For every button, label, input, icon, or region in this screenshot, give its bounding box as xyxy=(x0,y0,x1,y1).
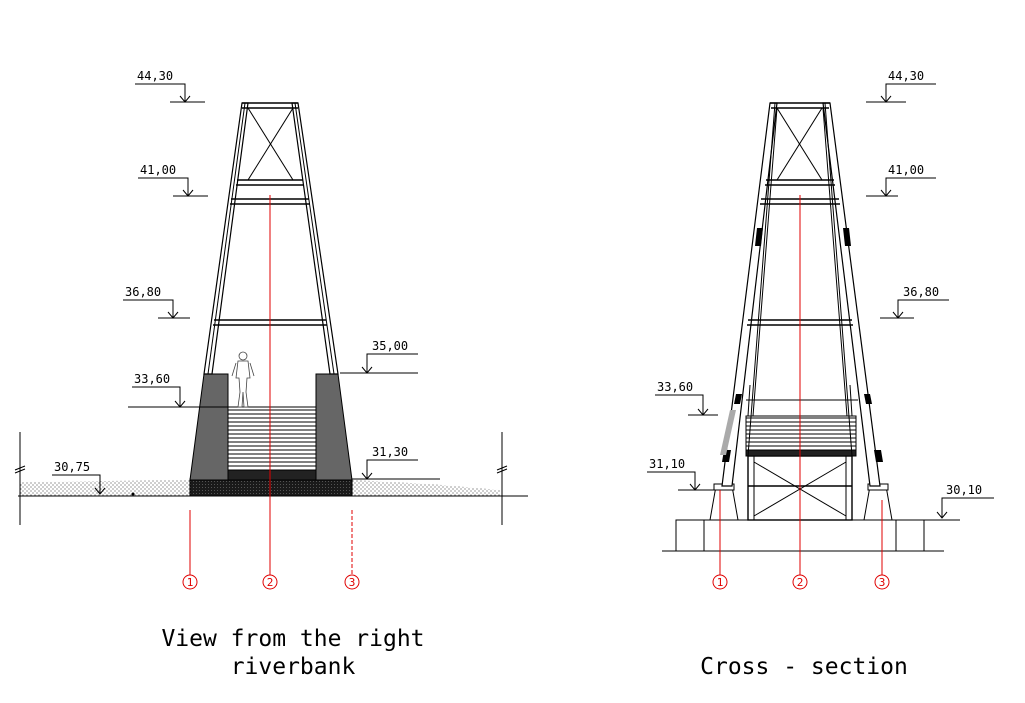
right-abutment xyxy=(315,373,353,481)
right-axis-3-label: 3 xyxy=(879,576,886,589)
svg-text:41,00: 41,00 xyxy=(888,163,924,177)
right-view: 1 2 3 44,30 41,00 36,80 33,60 31,10 30,1… xyxy=(647,69,994,680)
svg-text:31,30: 31,30 xyxy=(372,445,408,459)
right-level-41-00: 41,00 xyxy=(866,163,936,197)
svg-text:41,00: 41,00 xyxy=(140,163,176,177)
left-footing xyxy=(709,485,739,521)
left-axis-3-label: 3 xyxy=(349,576,356,589)
left-view: 1 2 3 44,30 41,00 36,80 33,60 35,00 30,7… xyxy=(14,69,528,680)
svg-text:36,80: 36,80 xyxy=(125,285,161,299)
left-level-35-00: 35,00 xyxy=(340,339,418,374)
left-level-44-30: 44,30 xyxy=(135,69,205,103)
right-level-31-10: 31,10 xyxy=(647,457,714,491)
left-level-30-75: 30,75 xyxy=(52,460,135,496)
right-caption: Cross - section xyxy=(700,654,908,680)
left-level-36-80: 36,80 xyxy=(123,285,190,319)
svg-text:36,80: 36,80 xyxy=(903,285,939,299)
right-level-30-10: 30,10 xyxy=(936,483,994,519)
svg-text:30,10: 30,10 xyxy=(946,483,982,497)
left-caption-line2: riverbank xyxy=(231,654,356,680)
left-abutment xyxy=(189,373,229,481)
person-figure xyxy=(231,351,255,408)
svg-text:31,10: 31,10 xyxy=(649,457,685,471)
svg-text:30,75: 30,75 xyxy=(54,460,90,474)
left-level-41-00: 41,00 xyxy=(138,163,208,197)
right-footing xyxy=(863,485,893,521)
right-axis-2-label: 2 xyxy=(797,576,804,589)
svg-text:35,00: 35,00 xyxy=(372,339,408,353)
svg-text:44,30: 44,30 xyxy=(888,69,924,83)
soil-right xyxy=(352,480,500,496)
svg-text:33,60: 33,60 xyxy=(134,372,170,386)
cross-section-deck xyxy=(745,415,857,451)
left-level-33-60: 33,60 xyxy=(128,372,230,408)
left-axis-2-label: 2 xyxy=(267,576,274,589)
right-level-36-80: 36,80 xyxy=(880,285,949,319)
svg-text:44,30: 44,30 xyxy=(137,69,173,83)
right-axis-1-label: 1 xyxy=(717,576,724,589)
left-caption-line1: View from the right xyxy=(161,626,424,652)
deck xyxy=(227,406,317,471)
svg-text:33,60: 33,60 xyxy=(657,380,693,394)
right-level-33-60: 33,60 xyxy=(655,380,718,416)
left-level-31-30: 31,30 xyxy=(352,445,440,480)
left-axis-1-label: 1 xyxy=(187,576,194,589)
right-level-44-30: 44,30 xyxy=(866,69,936,103)
foundation xyxy=(189,478,353,497)
